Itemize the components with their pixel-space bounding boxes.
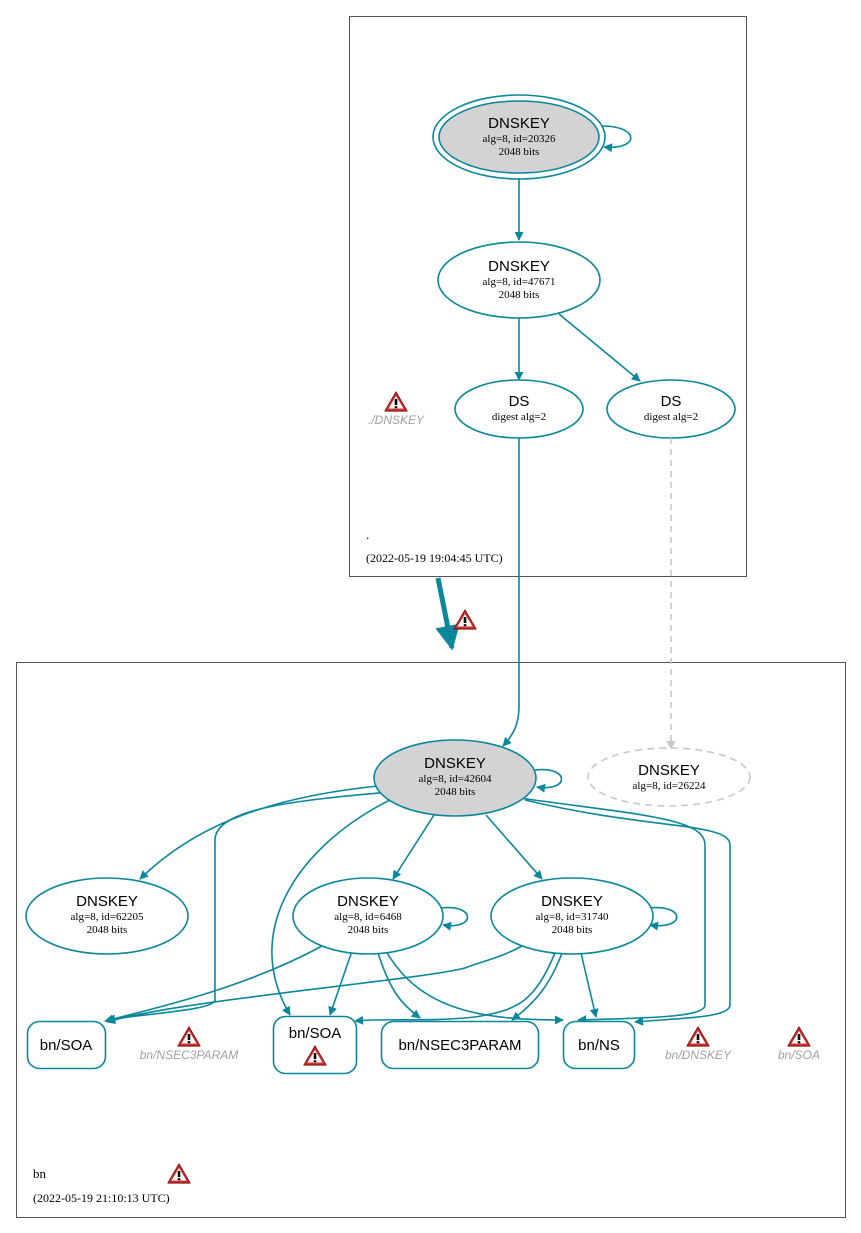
edge-6468-to-soa-mid [328, 950, 353, 1016]
key-31740-size: 2048 bits [552, 924, 593, 936]
bn-key-31740-node[interactable]: DNSKEY alg=8, id=31740 2048 bits [490, 877, 654, 955]
key-6468-size: 2048 bits [348, 924, 389, 936]
missing-key-detail: alg=8, id=26224 [633, 780, 706, 792]
edge-bn-ksk-to-62205 [139, 785, 379, 880]
bn-nsec3param-node[interactable]: bn/NSEC3PARAM [380, 1020, 540, 1070]
ds-left-node[interactable]: DS digest alg=2 [454, 379, 584, 439]
edge-31740-selfloop [647, 906, 678, 931]
root-ksk-size: 2048 bits [499, 146, 540, 158]
edge-6468-selfloop [440, 906, 469, 931]
root-zsk-detail: alg=8, id=47671 [483, 276, 556, 288]
key-6468-detail: alg=8, id=6468 [334, 911, 402, 923]
key-62205-title: DNSKEY [76, 893, 138, 910]
edge-bn-ksk-to-ns [524, 799, 731, 1026]
key-31740-title: DNSKEY [541, 893, 603, 910]
bn-soa-left-node[interactable]: bn/SOA [26, 1020, 107, 1070]
delegation-warning-icon [453, 609, 477, 630]
nsec3param-warning-label: bn/NSEC3PARAM [140, 1048, 238, 1062]
soa-warning-icon [787, 1026, 811, 1047]
nsec3param-label: bn/NSEC3PARAM [398, 1037, 521, 1054]
bn-ns-node[interactable]: bn/NS [562, 1020, 636, 1070]
edge-bn-ksk-to-soa-left [106, 791, 391, 1024]
bn-ksk-title: DNSKEY [424, 755, 486, 772]
bn-zone-box [16, 662, 846, 1218]
key-6468-title: DNSKEY [337, 893, 399, 910]
root-ksk-detail: alg=8, id=20326 [483, 133, 556, 145]
delegation-edge [435, 577, 460, 651]
root-dnskey-warning-label: ./DNSKEY [368, 413, 425, 427]
ds-right-node[interactable]: DS digest alg=2 [606, 379, 736, 439]
root-zone-box [349, 16, 747, 577]
edge-31740-to-ns [580, 952, 599, 1018]
key-62205-size: 2048 bits [87, 924, 128, 936]
bn-zone-label: bn [33, 1166, 47, 1181]
edge-6468-to-soa-left [104, 945, 323, 1024]
edge-bn-ksk-selfloop [534, 768, 563, 793]
key-62205-detail: alg=8, id=62205 [71, 911, 144, 923]
ds-right-detail: digest alg=2 [644, 411, 698, 423]
soa-warning-label: bn/SOA [778, 1048, 820, 1062]
dnskey-warning-icon [686, 1026, 710, 1047]
missing-key-title: DNSKEY [638, 762, 700, 779]
nsec3param-warning-icon [177, 1026, 201, 1047]
ns-label: bn/NS [578, 1037, 620, 1054]
bn-ksk-size: 2048 bits [435, 786, 476, 798]
dnskey-warning-label: bn/DNSKEY [665, 1048, 732, 1062]
root-ksk-node[interactable]: DNSKEY alg=8, id=20326 2048 bits [432, 94, 606, 180]
edge-root-ksk-selfloop [601, 125, 632, 153]
edge-31740-to-soa-left [106, 945, 523, 1024]
soa-left-label: bn/SOA [40, 1037, 93, 1054]
bn-ksk-detail: alg=8, id=42604 [419, 773, 492, 785]
bn-zone-timestamp: (2022-05-19 21:10:13 UTC) [33, 1191, 170, 1205]
root-zsk-title: DNSKEY [488, 258, 550, 275]
ds-left-title: DS [509, 393, 530, 410]
bn-soa-mid-node[interactable]: bn/SOA [272, 1015, 358, 1075]
bn-zone-warning-icon [167, 1163, 191, 1184]
root-zsk-size: 2048 bits [499, 289, 540, 301]
bn-key-62205-node[interactable]: DNSKEY alg=8, id=62205 2048 bits [25, 877, 189, 955]
root-zone-timestamp: (2022-05-19 19:04:45 UTC) [366, 551, 503, 565]
root-ksk-title: DNSKEY [488, 115, 550, 132]
bn-ksk-node[interactable]: DNSKEY alg=8, id=42604 2048 bits [373, 739, 537, 817]
root-dnskey-warning-icon [384, 391, 408, 412]
root-zsk-node[interactable]: DNSKEY alg=8, id=47671 2048 bits [437, 241, 601, 319]
edge-bn-ksk-to-31740 [485, 814, 543, 880]
bn-key-6468-node[interactable]: DNSKEY alg=8, id=6468 2048 bits [292, 877, 444, 955]
edge-ds-left-to-bn-ksk [502, 438, 520, 747]
edge-31740-to-soa-mid [354, 952, 556, 1025]
edge-root-zsk-to-ds-right [558, 313, 641, 382]
bn-missing-key-node[interactable]: DNSKEY alg=8, id=26224 [587, 747, 751, 807]
root-zone-label: . [366, 527, 369, 542]
ds-left-detail: digest alg=2 [492, 411, 546, 423]
ds-right-title: DS [661, 393, 682, 410]
edge-6468-to-ns [385, 950, 564, 1025]
soa-mid-label: bn/SOA [289, 1025, 342, 1042]
key-31740-detail: alg=8, id=31740 [536, 911, 609, 923]
edge-bn-ksk-to-6468 [392, 814, 435, 880]
edge-bn-ksk-to-soa-mid [271, 799, 391, 1016]
edge-31740-to-nsec3param [511, 952, 563, 1021]
edge-6468-to-nsec3param [377, 952, 421, 1019]
